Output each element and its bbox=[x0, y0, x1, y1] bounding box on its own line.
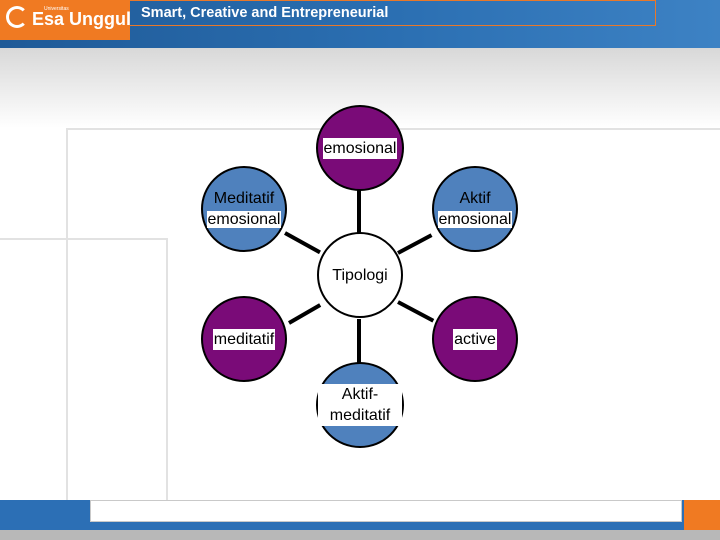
node-upper-left-text: Meditatif emosional bbox=[206, 188, 282, 230]
node-lower-left: meditatif bbox=[201, 296, 287, 382]
connector-upper-right bbox=[397, 233, 433, 255]
node-upper-right-line1: Aktif bbox=[459, 190, 491, 207]
footer-accent bbox=[684, 500, 720, 530]
node-lower-left-label: meditatif bbox=[212, 328, 276, 350]
connector-top bbox=[357, 189, 361, 237]
header-bar: Universitas Esa Unggul Smart, Creative a… bbox=[0, 0, 720, 48]
header-accent-line bbox=[130, 0, 656, 26]
node-bottom-label: Aktif-meditatif bbox=[318, 384, 402, 426]
logo-text: Esa Unggul bbox=[32, 9, 132, 29]
logo: Universitas Esa Unggul bbox=[0, 0, 132, 40]
node-top: emosional bbox=[316, 105, 404, 191]
connector-lower-left bbox=[288, 303, 322, 325]
decor-line bbox=[166, 238, 168, 500]
node-upper-right: Aktif emosional bbox=[432, 166, 518, 252]
node-upper-left-line2: emosional bbox=[206, 211, 282, 228]
node-upper-left: Meditatif emosional bbox=[201, 166, 287, 252]
node-bottom: Aktif-meditatif bbox=[316, 362, 404, 448]
node-center-label: Tipologi bbox=[332, 266, 388, 284]
connector-upper-left bbox=[284, 231, 321, 255]
logo-mark-icon bbox=[6, 6, 28, 28]
node-lower-right: active bbox=[432, 296, 518, 382]
node-center: Tipologi bbox=[317, 232, 403, 318]
node-top-label: emosional bbox=[322, 137, 398, 159]
connector-lower-right bbox=[397, 300, 435, 323]
logo-small-text: Universitas bbox=[44, 6, 69, 12]
footer-panel bbox=[90, 500, 682, 522]
node-upper-right-line2: emosional bbox=[437, 211, 513, 228]
node-upper-left-line1: Meditatif bbox=[213, 190, 275, 207]
connector-bottom bbox=[357, 319, 361, 365]
decor-line bbox=[0, 238, 168, 240]
decor-line bbox=[66, 128, 68, 500]
footer-bottom-strip bbox=[0, 530, 720, 540]
node-lower-right-label: active bbox=[453, 328, 497, 350]
tagline: Smart, Creative and Entrepreneurial bbox=[141, 5, 389, 21]
node-upper-right-text: Aktif emosional bbox=[437, 188, 513, 230]
